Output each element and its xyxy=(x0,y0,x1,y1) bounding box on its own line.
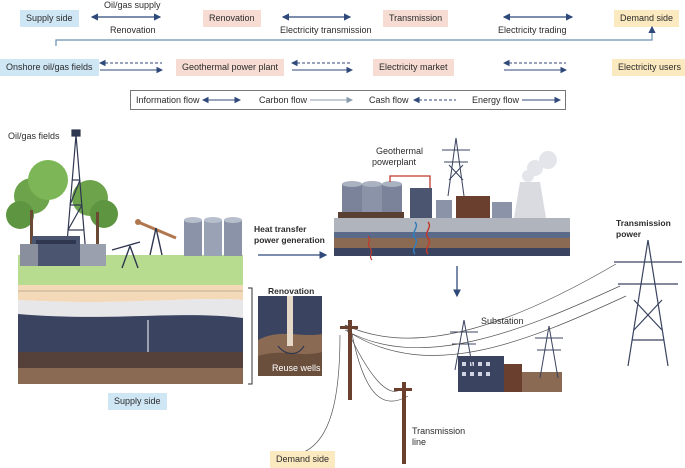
demand-side-illustration-box: Demand side xyxy=(270,451,336,468)
oil-derrick xyxy=(65,129,87,256)
demand-side-box: Demand side xyxy=(614,10,680,27)
onshore-fields-box: Onshore oil/gas fields xyxy=(0,59,99,76)
electricity-trading-label: Electricity trading xyxy=(498,25,567,35)
transmission-box: Transmission xyxy=(383,10,449,27)
electricity-market-box: Electricity market xyxy=(373,59,454,76)
field-buildings xyxy=(20,236,106,266)
supply-side-box: Supply side xyxy=(20,10,79,27)
geothermal-powerplant-label-2: powerplant xyxy=(372,157,417,167)
utility-poles xyxy=(340,320,412,464)
legend-information-flow: Information flow xyxy=(136,95,200,105)
supply-side-illustration-box: Supply side xyxy=(108,393,167,410)
geothermal-powerplant-label-1: Geothermal xyxy=(376,146,424,156)
plant-pylon xyxy=(442,137,470,197)
transmission-line-label-1: Transmission xyxy=(412,426,466,436)
legend-cash-flow: Cash flow xyxy=(369,95,409,105)
renovation-flow-label: Renovation xyxy=(110,25,156,35)
renovation-inset xyxy=(248,287,322,385)
substation-pylons xyxy=(450,319,563,379)
pumpjacks xyxy=(111,219,177,269)
power-lines xyxy=(303,263,627,453)
electricity-users-box: Electricity users xyxy=(612,59,685,76)
oilgas-supply-label: Oil/gas supply xyxy=(104,0,161,10)
geothermal-plant xyxy=(334,151,570,261)
renovation-box: Renovation xyxy=(203,10,261,27)
transmission-power-label-1: Transmission xyxy=(616,218,671,228)
flow-legend: Information flow Carbon flow Cash flow E… xyxy=(130,90,566,110)
legend-energy-flow: Energy flow xyxy=(472,95,520,105)
reuse-wells-label: Reuse wells xyxy=(272,363,321,373)
heat-transfer-label-2: power generation xyxy=(254,235,325,245)
storage-tanks xyxy=(184,217,242,256)
transmission-pylon xyxy=(614,239,682,367)
electricity-transmission-label: Electricity transmission xyxy=(280,25,372,35)
second-row-arrows xyxy=(98,59,568,74)
legend-carbon-flow: Carbon flow xyxy=(259,95,308,105)
transmission-line-label-2: line xyxy=(412,437,427,447)
heat-transfer-label-1: Heat transfer xyxy=(254,224,307,234)
oilgas-fields-label: Oil/gas fields xyxy=(8,131,60,141)
substation-label: Substation xyxy=(481,316,524,326)
substation xyxy=(458,356,562,392)
trees xyxy=(6,160,118,248)
ground-strata xyxy=(18,255,243,384)
geothermal-plant-box: Geothermal power plant xyxy=(176,59,285,76)
transmission-power-label-2: power xyxy=(616,229,642,239)
top-row-arrows xyxy=(55,13,656,46)
renovation-label: Renovation xyxy=(268,286,315,296)
